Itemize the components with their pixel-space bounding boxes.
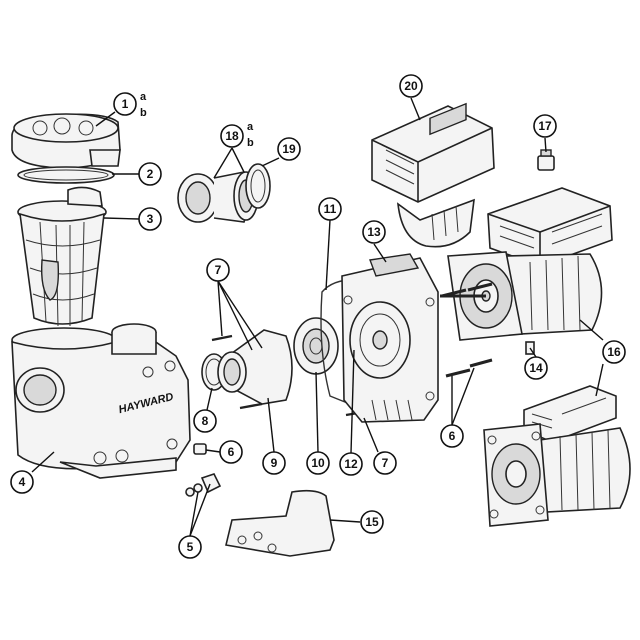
callout-number: 9 — [271, 456, 278, 470]
callout-2: 2 — [138, 162, 162, 186]
callout-18-sub-a: a — [247, 121, 254, 133]
callout-number: 19 — [282, 142, 296, 156]
leader-lines — [31, 97, 604, 537]
pump-housing: HAYWARD — [11, 323, 191, 479]
callout-6-drain: 6 — [219, 440, 243, 464]
callout-number: 5 — [187, 540, 194, 554]
strainer-cover-lid — [11, 113, 121, 169]
callout-20: 19 — [277, 137, 301, 161]
callout-12: 12 — [339, 452, 363, 476]
callout-18-sub-b: b — [247, 137, 254, 149]
callout-9: 9 — [262, 451, 286, 475]
drain-plugs — [185, 443, 222, 497]
callout-number: 3 — [147, 212, 154, 226]
callout-4: 4 — [10, 470, 34, 494]
callout-6-motor: 6 — [440, 424, 464, 448]
callout-number: 1 — [122, 97, 129, 111]
callout-14: 14 — [524, 356, 548, 380]
diffuser — [217, 329, 293, 405]
callout-number: 15 — [365, 515, 379, 529]
callout-number: 11 — [324, 202, 337, 216]
drive-controller — [371, 102, 495, 248]
union-o-ring — [245, 163, 271, 209]
drive-fitting — [537, 149, 555, 171]
callout-16: 16 — [602, 340, 626, 364]
callout-13: 13 — [362, 220, 386, 244]
callout-11: 11 — [318, 197, 342, 221]
callout-1-sub-a: a — [140, 91, 147, 103]
strainer-basket — [17, 186, 107, 327]
motor-variable-speed — [440, 187, 613, 355]
callout-number: 4 — [19, 475, 26, 489]
callout-number: 2 — [147, 167, 154, 181]
callout-7-diffuser: 7 — [206, 258, 230, 282]
callout-8: 8 — [193, 409, 217, 433]
callout-number: 14 — [529, 361, 543, 375]
impeller — [293, 317, 339, 375]
callout-18: 18 — [220, 124, 244, 148]
callout-3: 3 — [138, 207, 162, 231]
callout-number: 18 — [225, 129, 239, 143]
callout-number: 20 — [404, 79, 418, 93]
callout-19: 20 — [399, 74, 423, 98]
callout-1: 1 — [113, 92, 137, 116]
callout-5: 5 — [178, 535, 202, 559]
callout-number: 10 — [311, 456, 325, 470]
callout-number: 17 — [538, 119, 552, 133]
callout-number: 8 — [202, 414, 209, 428]
callout-number: 12 — [344, 457, 358, 471]
callout-number: 6 — [228, 445, 235, 459]
callout-17: 17 — [533, 114, 557, 138]
callout-number: 7 — [215, 263, 222, 277]
callout-number: 16 — [607, 345, 621, 359]
callout-15: 15 — [360, 510, 384, 534]
motor-bolts — [441, 282, 493, 378]
callout-number: 7 — [382, 456, 389, 470]
callout-7-seal-plate: 7 — [373, 451, 397, 475]
motor-square-flange — [483, 385, 631, 527]
callout-10: 10 — [306, 451, 330, 475]
callout-1-sub-b: b — [140, 107, 147, 119]
seal-plate — [341, 253, 439, 423]
callout-number: 6 — [449, 429, 456, 443]
support-base — [225, 489, 335, 557]
lid-o-ring — [17, 166, 115, 184]
callout-number: 13 — [367, 225, 381, 239]
